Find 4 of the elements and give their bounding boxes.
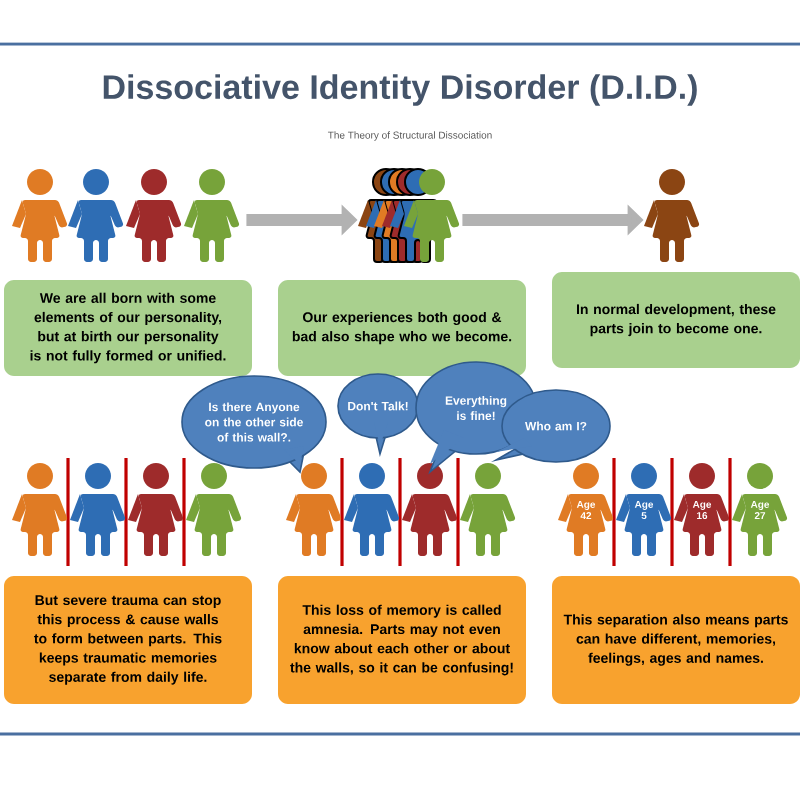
people-drawing <box>358 168 460 263</box>
people-drawing <box>644 169 700 262</box>
title: Dissociative Identity Disorder (D.I.D.) <box>103 74 697 106</box>
people-drawing <box>12 169 240 262</box>
